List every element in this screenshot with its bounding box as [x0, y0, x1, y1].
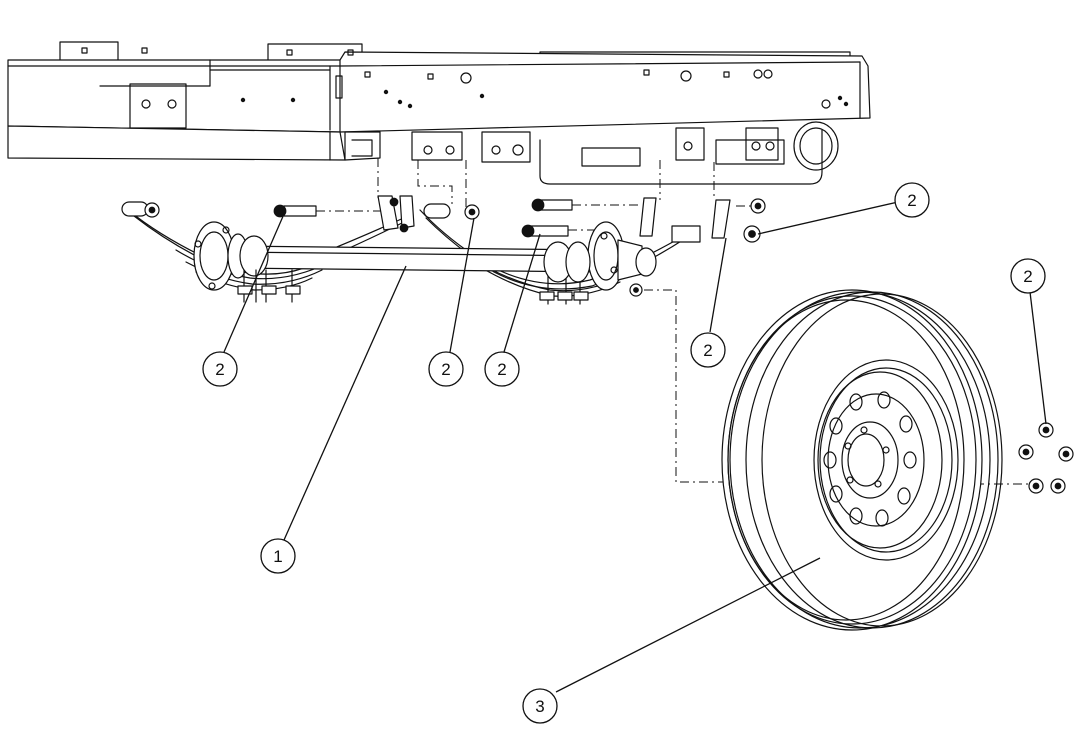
callout-label: 2: [215, 360, 224, 379]
axle-assembly: [193, 221, 657, 305]
callout-3: 3: [522, 688, 558, 724]
shackles: [377, 195, 731, 239]
callout-2-lug-nuts: 2: [1010, 258, 1046, 294]
callout-label: 2: [497, 360, 506, 379]
callout-label: 2: [1023, 267, 1032, 286]
callout-1: 1: [260, 538, 296, 574]
fasteners: [273, 198, 1074, 494]
wheel-and-tire: [721, 289, 1003, 631]
callout-label: 3: [535, 697, 544, 716]
callout-2-top-right: 2: [894, 182, 930, 218]
callout-2-shackle: 2: [690, 332, 726, 368]
callout-2-center-left: 2: [428, 351, 464, 387]
callout-2-center-right: 2: [484, 351, 520, 387]
callout-label: 2: [907, 191, 916, 210]
callout-2-left-spring: 2: [202, 351, 238, 387]
callout-label: 2: [441, 360, 450, 379]
leader-lines: [223, 201, 1047, 693]
callout-label: 2: [703, 341, 712, 360]
callout-label: 1: [273, 547, 282, 566]
chassis-frame: [7, 41, 871, 185]
